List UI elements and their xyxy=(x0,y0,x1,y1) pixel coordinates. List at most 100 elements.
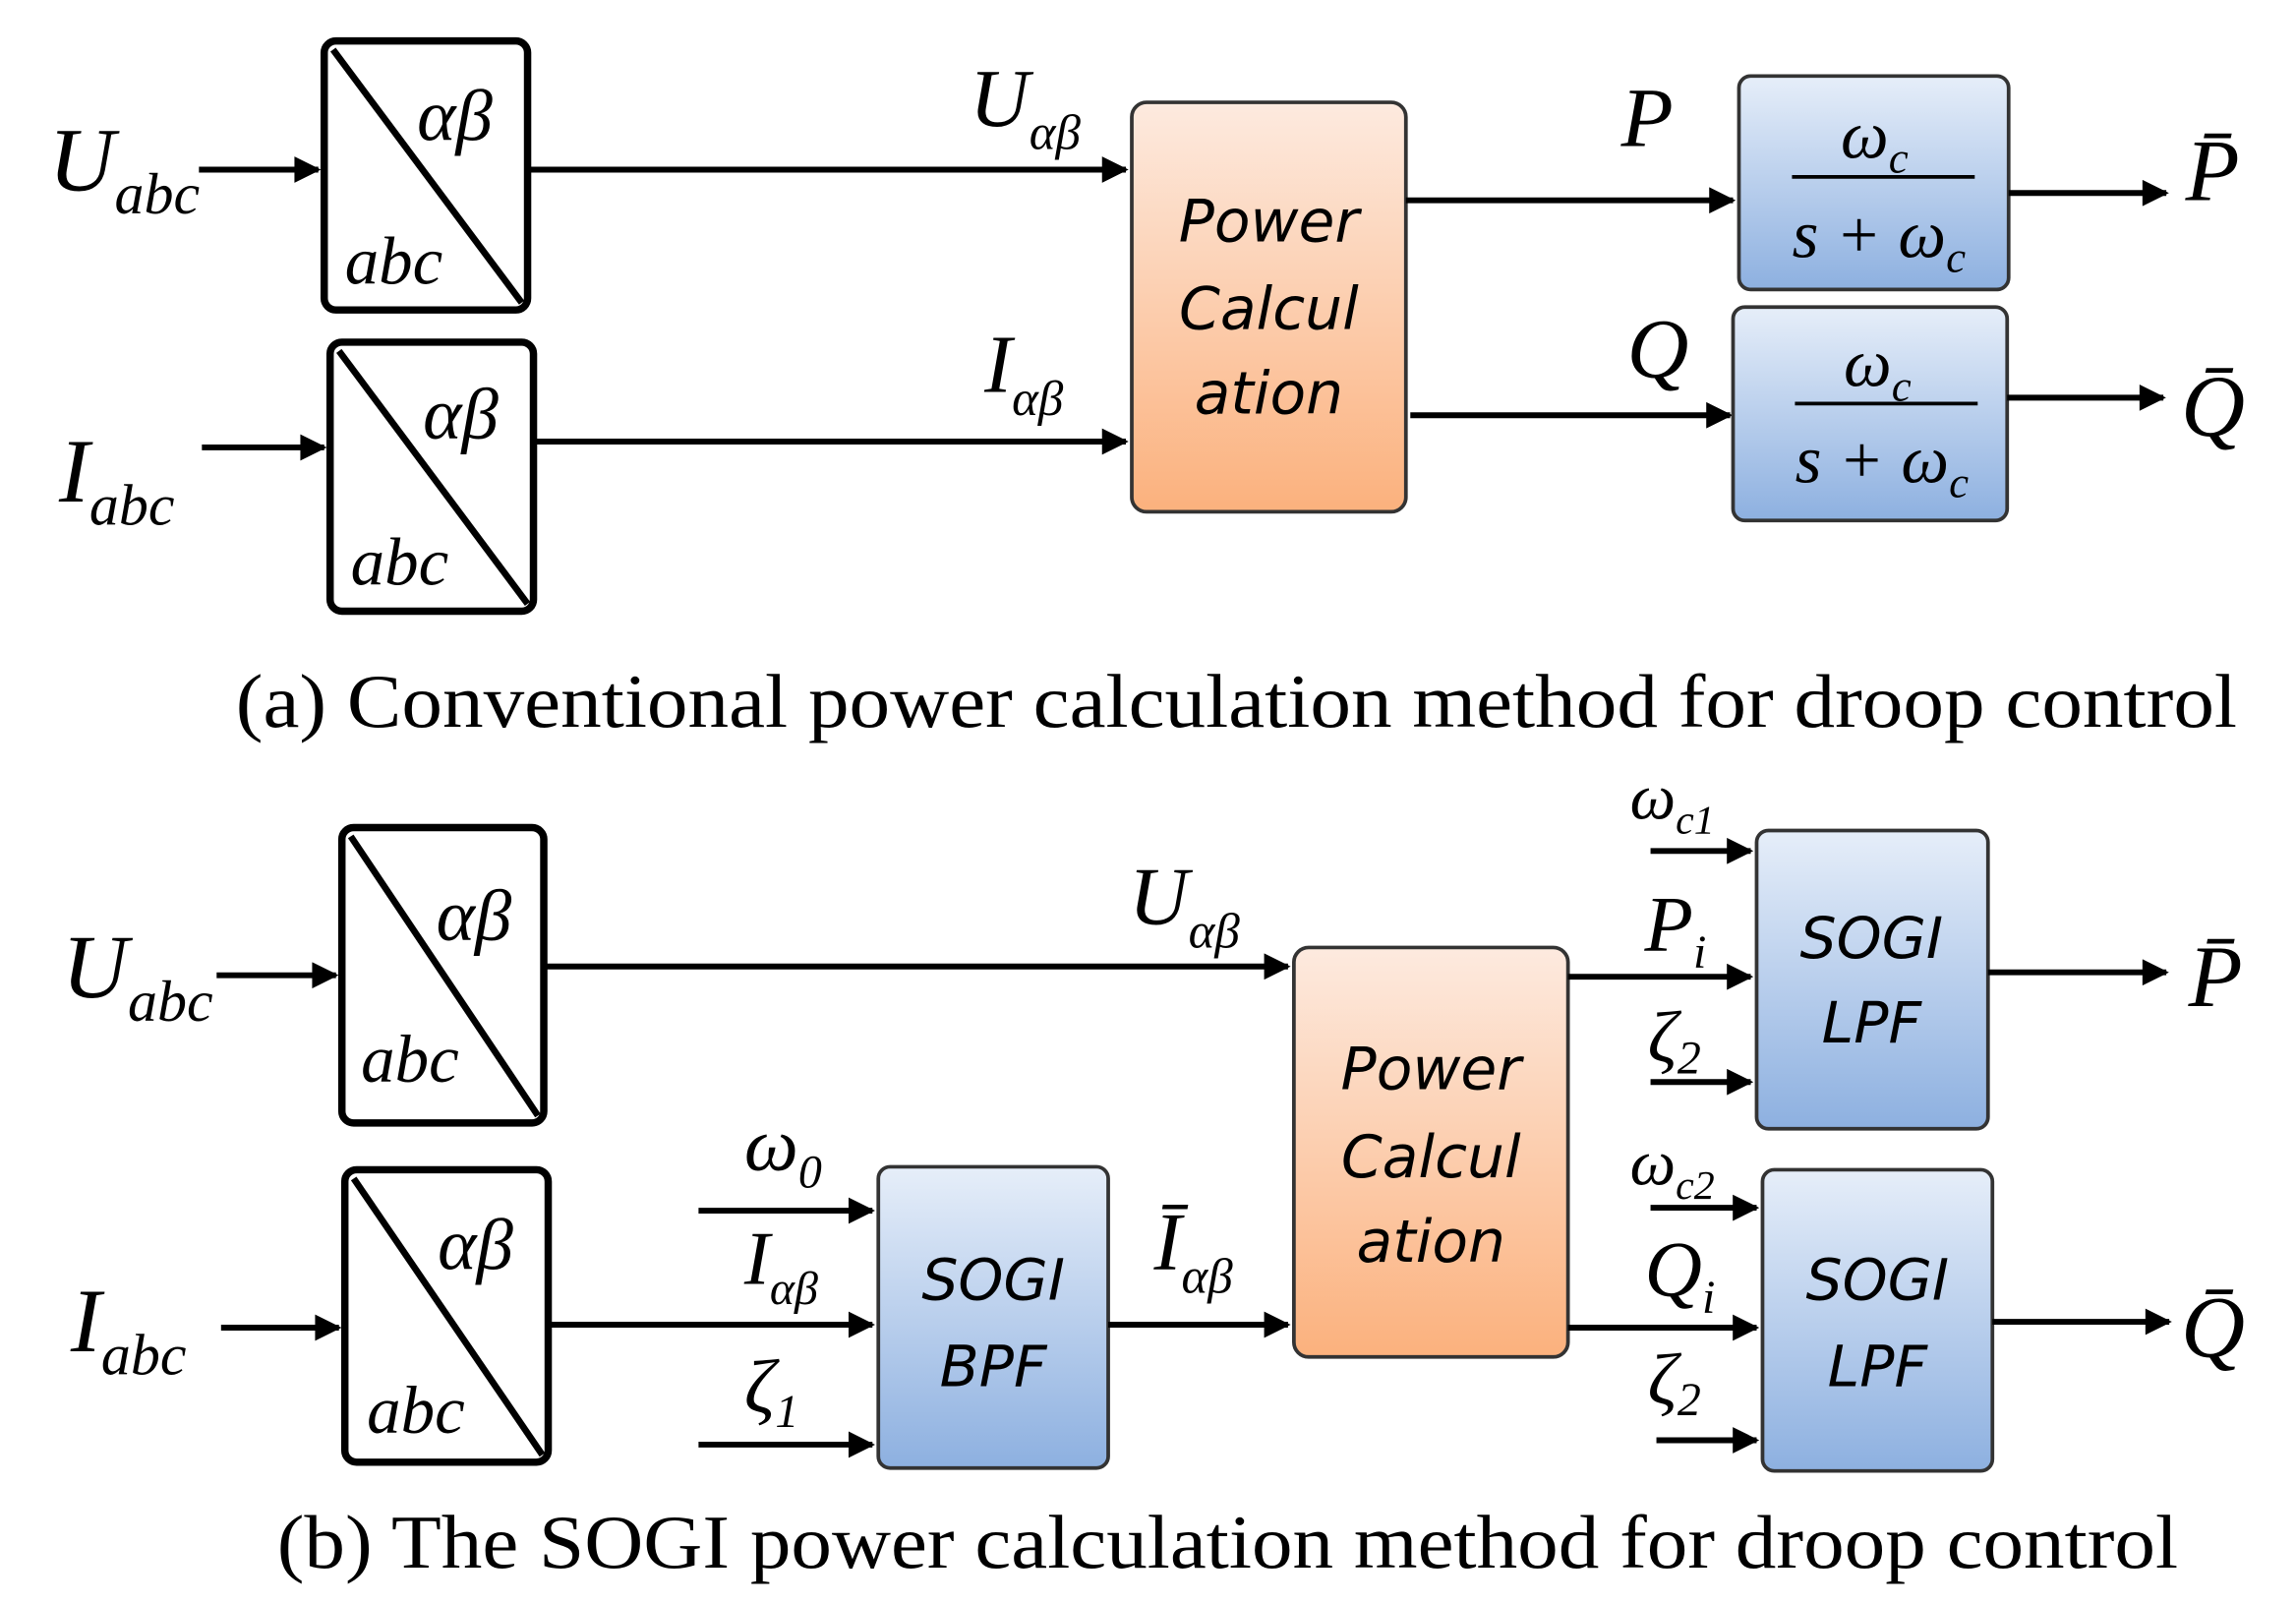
block-label-line-1: SOGI xyxy=(1800,905,1944,972)
block-diagonal xyxy=(347,834,541,1118)
subscript: c xyxy=(1889,134,1909,183)
symbol: s + ω xyxy=(1796,423,1949,498)
i-alphabeta-label: Iαβ xyxy=(743,1217,818,1315)
symbol: ω xyxy=(1630,762,1677,834)
subscript: 2 xyxy=(1678,1374,1701,1426)
block-frame xyxy=(1731,305,2010,523)
low-pass-filter-p: ωc s + ωc xyxy=(1737,74,2011,292)
p-avg-output-label: P̄ xyxy=(2188,928,2243,1026)
subscript: c1 xyxy=(1676,799,1715,844)
block-diagonal xyxy=(329,47,525,305)
block-label-line-1: SOGI xyxy=(1806,1247,1950,1314)
block-frame xyxy=(1130,100,1408,514)
i-bar-alphabeta-label: Īαβ xyxy=(1152,1198,1233,1303)
symbol: I xyxy=(983,321,1016,411)
subscript: c2 xyxy=(1676,1163,1715,1209)
filter-numerator: ωc xyxy=(1844,327,1912,411)
symbol: U xyxy=(970,54,1033,145)
filter-denominator: s + ωc xyxy=(1796,423,1970,507)
symbol: I xyxy=(743,1217,773,1301)
subscript: αβ xyxy=(1030,105,1082,160)
abc-to-alphabeta-block-i: αβ abc xyxy=(340,1165,553,1466)
block-frame xyxy=(1291,945,1570,1359)
subscript: c xyxy=(1949,458,1969,507)
block-label-line-1: SOGI xyxy=(921,1247,1065,1314)
symbol: U xyxy=(62,918,133,1018)
i-alphabeta-label: Iαβ xyxy=(983,321,1064,426)
subscript: abc xyxy=(128,969,213,1034)
symbol: P xyxy=(1644,881,1693,969)
block-label-line-2: BPF xyxy=(940,1334,1048,1400)
p-avg-output-label: P̄ xyxy=(2185,123,2240,220)
block-diagonal xyxy=(335,348,531,607)
u-alphabeta-label: Uαβ xyxy=(1129,853,1240,958)
block-label-line-3: ation xyxy=(1356,1209,1505,1277)
i-abc-label: Iabc xyxy=(70,1272,187,1387)
sogi-bpf-block: SOGI BPF xyxy=(876,1164,1110,1470)
abc-to-alphabeta-block-i: αβ abc xyxy=(325,338,538,616)
subscript: abc xyxy=(101,1323,187,1388)
abc-to-alphabeta-block-u: αβ abc xyxy=(337,823,548,1127)
subscript: i xyxy=(1702,1272,1715,1324)
symbol: ω xyxy=(1630,1128,1677,1200)
subscript: 1 xyxy=(775,1386,798,1438)
omega-0-label: ω0 xyxy=(744,1102,822,1199)
block-diagonal xyxy=(350,1176,546,1457)
symbol: ω xyxy=(744,1102,798,1187)
i-abc-label: Iabc xyxy=(58,422,175,537)
block-frame xyxy=(1754,828,1990,1131)
subscript: i xyxy=(1693,926,1706,979)
subscript: αβ xyxy=(1189,904,1241,959)
subscript: αβ xyxy=(1181,1248,1233,1303)
q-label: Q xyxy=(1627,302,1689,396)
block-label-line-2: LPF xyxy=(1822,989,1923,1056)
sogi-lpf-block-p: SOGI LPF xyxy=(1754,828,1990,1131)
zeta-1-label: ζ1 xyxy=(744,1345,799,1439)
symbol: ω xyxy=(1841,98,1889,173)
subscript: abc xyxy=(115,161,201,226)
q-avg-output-label: Q̄ xyxy=(2181,1279,2245,1377)
u-alphabeta-label: Uαβ xyxy=(970,54,1081,159)
symbol: I xyxy=(70,1272,105,1372)
subscript: 0 xyxy=(798,1146,822,1198)
symbol: ω xyxy=(1844,327,1892,401)
symbol: Q xyxy=(1645,1226,1702,1314)
symbol: U xyxy=(48,111,119,211)
transform-input-label: abc xyxy=(345,224,443,299)
block-label-line-1: Power xyxy=(1341,1037,1525,1104)
block-label-line-1: Power xyxy=(1179,189,1363,257)
transform-output-label: αβ xyxy=(437,875,512,957)
subscript: 2 xyxy=(1678,1032,1701,1084)
block-frame xyxy=(876,1164,1110,1470)
block-frame xyxy=(1737,74,2011,292)
u-abc-label: Uabc xyxy=(62,918,213,1033)
caption-b: (b) The SOGI power calculation method fo… xyxy=(277,1500,2178,1584)
q-avg-output-label: Q̄ xyxy=(2181,358,2245,455)
transform-output-label: αβ xyxy=(417,76,493,157)
caption-a: (a) Conventional power calculation metho… xyxy=(236,659,2237,743)
subscript: αβ xyxy=(1012,371,1064,426)
symbol: s + ω xyxy=(1793,198,1946,272)
symbol: ζ xyxy=(1648,1339,1682,1421)
block-label-line-2: Calcul xyxy=(1341,1124,1521,1192)
low-pass-filter-q: ωc s + ωc xyxy=(1731,305,2010,523)
sogi-lpf-block-q: SOGI LPF xyxy=(1760,1167,1995,1473)
transform-input-label: abc xyxy=(351,525,449,600)
p-i-label: Pi xyxy=(1644,881,1707,980)
symbol: U xyxy=(1129,853,1193,943)
transform-input-label: abc xyxy=(367,1373,465,1448)
block-label-line-2: LPF xyxy=(1828,1334,1929,1400)
subscript: c xyxy=(1892,362,1912,411)
power-calculation-block-b: Power Calcul ation xyxy=(1291,945,1570,1359)
subscript: αβ xyxy=(770,1263,818,1315)
abc-to-alphabeta-block-u: αβ abc xyxy=(320,36,532,314)
panel-a: Uabc αβ abc Iabc αβ abc Uαβ Iαβ Power Ca… xyxy=(48,36,2245,743)
symbol: I xyxy=(58,422,93,522)
zeta-2-label: ζ2 xyxy=(1648,1339,1701,1427)
transform-input-label: abc xyxy=(361,1022,459,1097)
zeta-2-label: ζ2 xyxy=(1648,997,1701,1085)
block-frame xyxy=(1760,1167,1995,1473)
p-label: P xyxy=(1620,71,1674,165)
symbol: ζ xyxy=(744,1345,780,1430)
